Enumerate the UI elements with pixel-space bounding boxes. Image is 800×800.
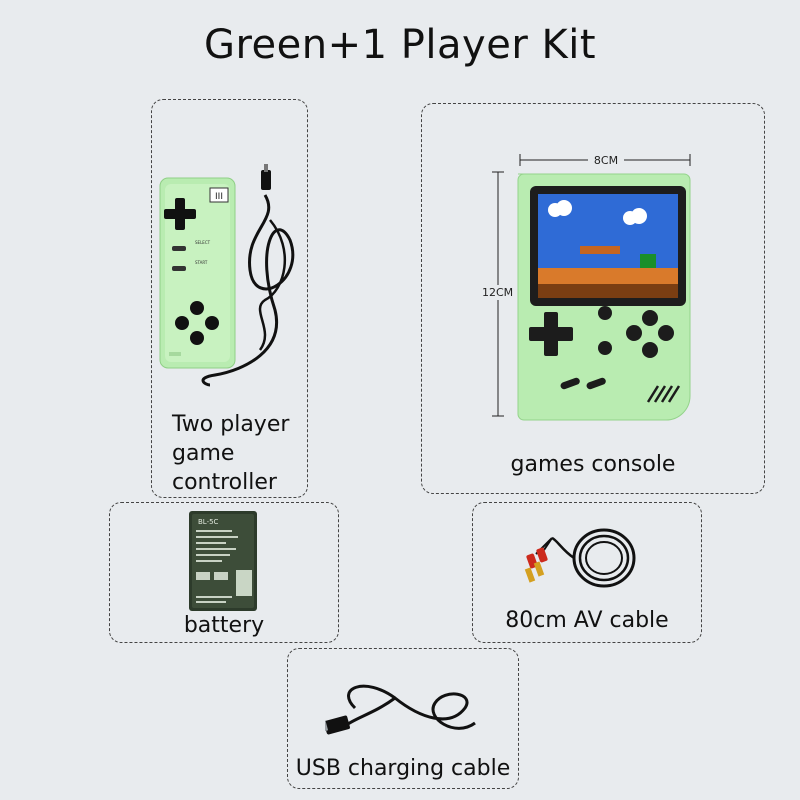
battery-model-text: BL-5C [198,518,219,526]
console-label: games console [510,452,676,477]
usb-cable-label: USB charging cable [295,756,511,781]
console-panel [421,103,765,494]
width-dimension: 8CM [594,154,618,167]
controller-label-line-3: controller [172,470,277,495]
controller-label-line-2: game [172,441,235,466]
controller-label: Two player game controller [172,410,289,497]
battery-label: battery [183,613,265,638]
av-cable-label: 80cm AV cable [505,608,669,633]
handheld-console-icon: 8CM [492,153,691,421]
svg-text:III: III [215,192,223,202]
page-title: Green+1 Player Kit [203,22,597,68]
usb-cable-icon [325,684,476,735]
av-cable-panel [472,502,702,643]
svg-text:SELECT: SELECT [195,240,211,245]
av-cable-icon [524,528,636,588]
usb-cable-panel [287,648,519,789]
controller-panel [151,99,308,498]
svg-text:START: START [195,260,208,265]
height-dimension: 12CM [482,285,514,300]
battery-panel [109,502,339,643]
battery-icon: BL-5C [189,511,257,611]
controller-label-line-1: Two player [172,412,290,437]
gamepad-controller-icon: III SELECT START [159,164,295,387]
